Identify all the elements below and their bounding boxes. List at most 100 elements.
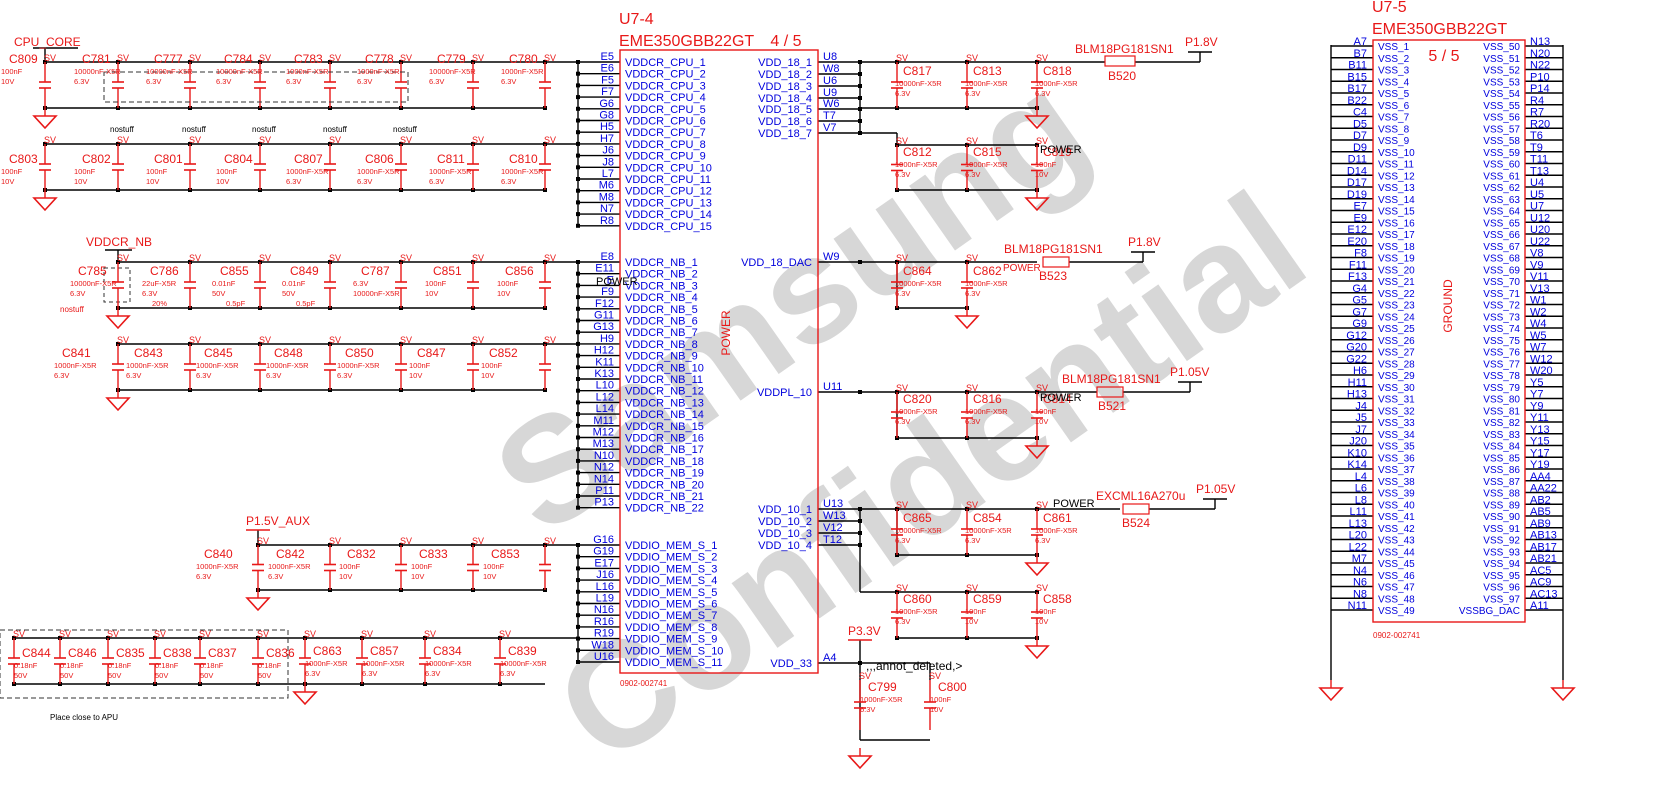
u75-pin-name: VSS_81 [1483,406,1520,417]
u75-pin-name: VSS_75 [1483,336,1520,347]
u74-pin-num: H12 [594,345,614,357]
u75-ref: U7-5 [1372,0,1407,16]
u74-pin-num: W6 [823,98,840,110]
u74-pin-num: L12 [596,391,614,403]
cap-sv-mark: SV [59,629,71,639]
cap-value: 1000nF-X5R [1035,79,1078,88]
u74-pin-name: VDDCR_NB_13 [625,397,704,409]
cap-sv-mark: SV [472,536,484,546]
u75-pin-name: VSS_82 [1483,418,1520,429]
b520-ref: B520 [1108,69,1136,83]
cap-value: 100nF [411,562,433,571]
u75-pin-name: VSS_62 [1483,183,1520,194]
u75-pin-num: J4 [1355,400,1367,412]
cap-ref: C783 [294,52,323,66]
cap-ref: C846 [68,646,97,660]
u74-pin-name: VDDCR_NB_3 [625,280,698,292]
u75-pin-name: VSS_58 [1483,136,1520,147]
u75-pin-num: G9 [1352,318,1367,330]
u74-doc: 0902-002741 [620,679,668,688]
u74-pin-num: P13 [594,497,614,509]
u75-pin-name: VSS_21 [1378,277,1415,288]
u75-pin-num: C4 [1353,107,1367,119]
u75-pin-name: VSS_28 [1378,359,1415,370]
u75-pin-num: A7 [1354,36,1367,48]
u75-pin-name: VSS_90 [1483,512,1520,523]
cap-sv-mark: SV [929,671,941,681]
u74-pin-num: U13 [823,498,843,510]
c785-nostuff: nostuff [60,305,85,314]
u75-pin-num: N8 [1353,588,1367,600]
u74-pin-num: W9 [823,251,840,263]
u74-pin-num: G16 [593,534,614,546]
u75-pin-num: H6 [1353,365,1367,377]
u74-pin-num: E11 [595,263,614,275]
u75-pin-num: L8 [1355,494,1367,506]
cap-rating: 6.3V [965,417,980,426]
cap-rating: 10V [497,289,510,298]
part-layer [0,39,1576,770]
u75-pin-num: U22 [1530,236,1550,248]
cap-rating: 6.3V [895,617,910,626]
u75-pin-name: VSS_97 [1483,594,1520,605]
u74-pin-name: VDDCR_NB_7 [625,327,698,339]
cap-sv-mark: SV [259,335,271,345]
u74-pin-name: VDDCR_CPU_14 [625,209,712,221]
cap-ref: C854 [973,511,1002,525]
place-close-box [0,629,289,699]
p1v8-net-b: P1.8V [1128,235,1161,249]
cap-sv-mark: SV [13,629,25,639]
cap-rating: 10V [1035,417,1048,426]
cap-value: 1000nF-X5R [965,79,1008,88]
cap-sv-mark: SV [1036,500,1048,510]
cap-sv-mark: SV [189,253,201,263]
vddcr-nb-net: VDDCR_NB [86,235,152,249]
cap-sv-mark: SV [1036,53,1048,63]
cap-value: 10000nF-X5R [70,279,117,288]
cap-value: 0.18nF [60,661,84,670]
cap-ref: C777 [154,52,183,66]
u74-pin-name: VDDCR_NB_5 [625,304,698,316]
ground-symbol [1024,445,1050,460]
b521-ref: B521 [1098,399,1126,413]
u75-pin-num: W4 [1530,318,1547,330]
cap-sv-mark: SV [544,335,556,345]
cap-ref: C816 [973,392,1002,406]
u74-pin-num: N10 [594,450,614,462]
u74-pin-num: A4 [823,652,836,664]
nostuff-note: nostuff [110,125,135,134]
ground-symbol [1024,562,1050,577]
cap-ref: C832 [347,547,376,561]
cap-sv-mark: SV [257,629,269,639]
nostuff-note: nostuff [252,125,277,134]
cap-rating: 6.3V [357,177,372,186]
nb-power-tag: POWER [596,276,638,288]
cap-rating: 10V [1035,170,1048,179]
u74-part: EME350GBB22GT [619,33,754,50]
u74-pin-name: VDD_18_5 [758,104,812,116]
u75-pin-num: H11 [1348,377,1367,389]
u75-pin-name: VSS_50 [1483,42,1520,53]
u75-pin-num: F13 [1348,271,1367,283]
cap-value: 100nF [425,279,447,288]
cap-rating: 6.3V [965,89,980,98]
cap-rating: 6.3V [895,417,910,426]
u75-pin-num: V8 [1530,248,1543,260]
cap-sv-mark: SV [424,629,436,639]
u74-pin-num: E [607,274,614,286]
cap-rating: 10V [216,177,229,186]
u75-pin-name: VSS_37 [1378,465,1415,476]
cap-sv-mark: SV [400,135,412,145]
u75-pin-name: VSS_11 [1378,160,1414,171]
cap-rating: 6.3V [142,289,157,298]
u75-function: GROUND [1441,279,1455,333]
c855-sub: 0.5pF [226,299,246,308]
u74-pin-name: VDDCR_NB_15 [625,421,704,433]
cap-sv-mark: SV [154,629,166,639]
cap-rating: 6.3V [146,77,161,86]
cap-sv-mark: SV [499,629,511,639]
u75-pin-name: VSS_56 [1483,113,1520,124]
cap-rating: 6.3V [54,371,69,380]
u74-pin-name: VDDCR_CPU_7 [625,127,706,139]
cap-sv-mark: SV [117,135,129,145]
